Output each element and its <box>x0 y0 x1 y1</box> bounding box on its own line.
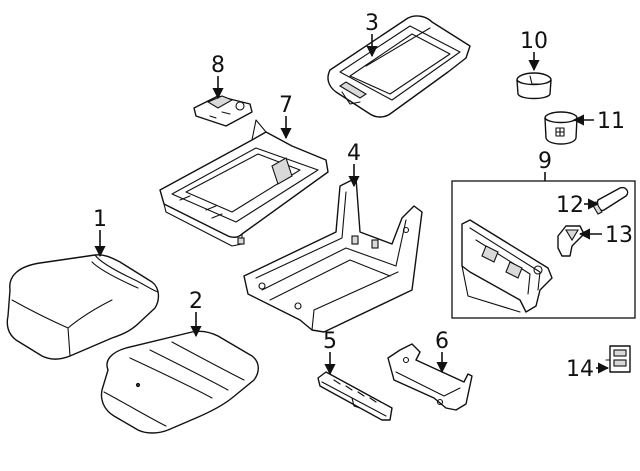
part-1-seat-cushion <box>6 254 160 360</box>
callout-3: 3 <box>365 11 379 36</box>
callout-8: 8 <box>211 53 225 78</box>
part-9-frame <box>451 180 636 319</box>
callout-labels: 1 2 3 4 5 6 7 8 9 10 11 12 13 14 <box>93 11 633 382</box>
part-8-bracket <box>193 95 253 127</box>
callout-4: 4 <box>347 141 361 166</box>
part-13-clip <box>557 225 585 257</box>
callout-leaders <box>94 34 610 376</box>
callout-10: 10 <box>520 29 548 54</box>
callout-11: 11 <box>597 109 625 134</box>
part-2-seat-cushion <box>100 330 259 434</box>
part-7-console-tray <box>159 119 329 247</box>
part-12-pin <box>591 186 629 215</box>
callout-2: 2 <box>189 289 203 314</box>
part-6-rail-bracket <box>387 343 473 411</box>
callout-14: 14 <box>566 357 594 382</box>
part-10-cup-insert <box>516 72 552 100</box>
callout-7: 7 <box>279 93 293 118</box>
part-11-cup-insert <box>544 111 578 145</box>
callout-9: 9 <box>538 149 552 174</box>
part-9-storage-box <box>451 180 636 319</box>
part-4-seat-frame <box>243 177 423 333</box>
part-3-armrest-lid <box>327 15 471 118</box>
callout-12: 12 <box>556 193 584 218</box>
callout-1: 1 <box>93 207 107 232</box>
part-5-rail-bracket <box>317 371 393 421</box>
callout-5: 5 <box>323 329 337 354</box>
callout-6: 6 <box>435 329 449 354</box>
callout-13: 13 <box>605 223 633 248</box>
part-14-clip <box>605 345 631 373</box>
